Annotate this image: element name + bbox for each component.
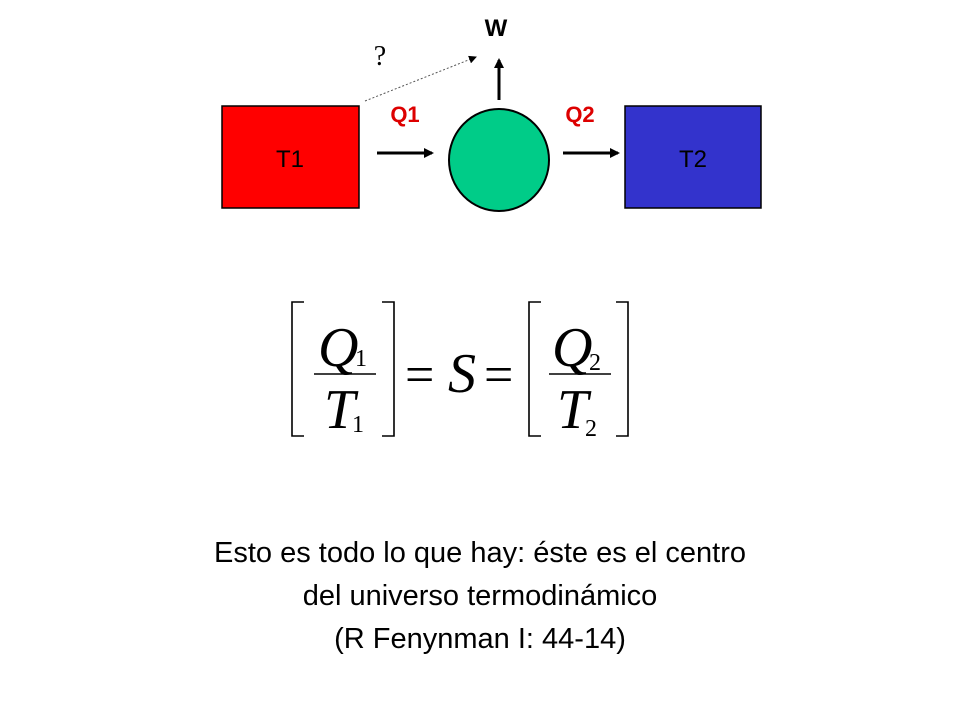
right-numerator-symbol: Q [552,317,592,379]
entropy-symbol: S [448,343,476,405]
work-label: W [485,15,508,42]
equals-sign-left: = [405,347,434,404]
caption-line-2: del universo termodinámico [302,580,658,612]
heat-engine-circle [448,108,550,212]
equals-sign-right: = [484,347,513,404]
hot-reservoir-label: T1 [276,146,304,173]
left-denominator-symbol: T [324,379,359,441]
left-numerator-symbol: Q [318,317,358,379]
right-denominator-subscript: 2 [585,416,597,442]
entropy-equation: Q 1 T 1 = S = Q 2 T 2 [291,301,629,442]
caption: Esto es todo lo que hay: éste es el cent… [80,532,880,661]
left-numerator-subscript: 1 [355,346,367,372]
cold-reservoir-label: T2 [679,146,707,173]
cold-reservoir-box [624,105,762,209]
left-denominator-subscript: 1 [352,412,364,438]
hot-reservoir-box [221,105,360,209]
right-bracket-close [616,301,629,437]
heat-in-label: Q1 [390,102,419,127]
right-bracket-open [528,301,541,437]
right-numerator-subscript: 2 [589,350,601,376]
caption-line-1: Esto es todo lo que hay: éste es el cent… [214,537,746,569]
left-bracket-close [382,301,395,437]
question-mark: ? [374,41,386,72]
left-bracket-open [291,301,304,437]
heat-out-label: Q2 [565,102,594,127]
caption-line-3: (R Fenynman I: 44-14) [334,623,626,655]
right-denominator-symbol: T [557,379,592,441]
